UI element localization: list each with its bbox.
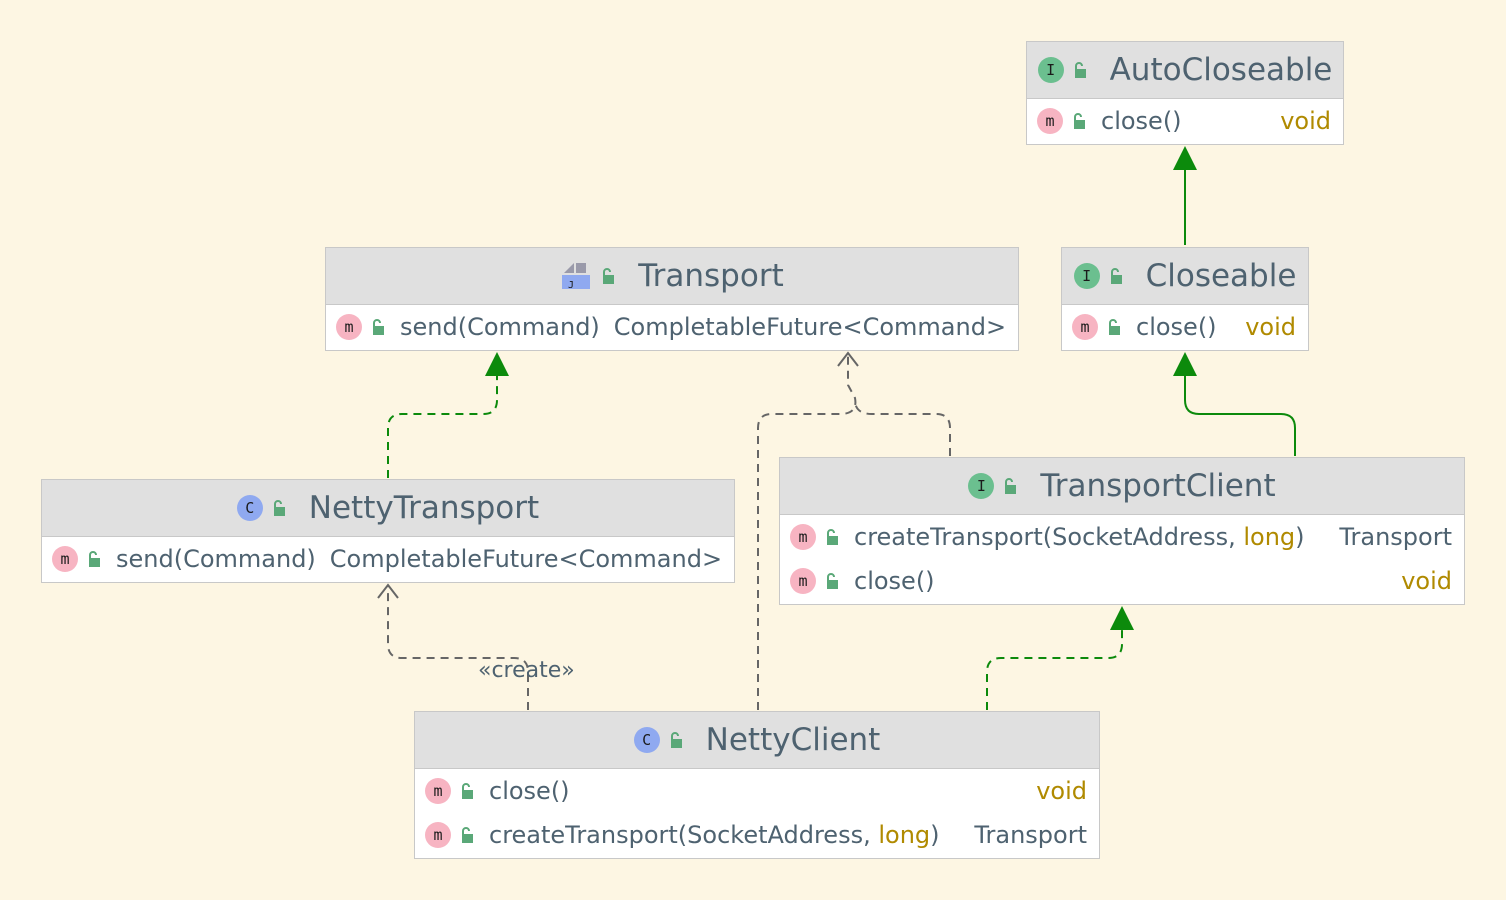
member-row[interactable]: m close() void bbox=[415, 769, 1099, 813]
method-icon: m bbox=[1037, 108, 1063, 134]
node-title: Closeable bbox=[1145, 258, 1297, 294]
public-lock-icon bbox=[670, 732, 682, 748]
inheritance-arrowhead bbox=[485, 352, 509, 376]
public-lock-icon bbox=[1005, 478, 1017, 494]
public-lock-icon bbox=[827, 573, 838, 589]
inheritance-arrowhead bbox=[1173, 146, 1197, 170]
member-row[interactable]: m send(Command) CompletableFuture<Comman… bbox=[42, 537, 734, 581]
interface-icon: I bbox=[1073, 263, 1100, 289]
edge-nettyclient-depends-transport bbox=[757, 354, 857, 710]
method-icon: m bbox=[790, 524, 816, 550]
node-transportclient[interactable]: I TransportClient m createTransport(Sock… bbox=[779, 457, 1465, 605]
create-stereotype-label: «create» bbox=[478, 658, 575, 683]
member-name: createTransport(SocketAddress, long) bbox=[489, 821, 940, 849]
member-row[interactable]: m close() void bbox=[1062, 305, 1308, 349]
method-icon: m bbox=[790, 568, 816, 594]
dependency-arrowhead bbox=[837, 351, 859, 367]
node-header: I AutoCloseable bbox=[1027, 42, 1343, 99]
node-title: TransportClient bbox=[1040, 468, 1276, 504]
node-autocloseable[interactable]: I AutoCloseable m close() void bbox=[1026, 41, 1344, 145]
node-nettyclient[interactable]: C NettyClient m close() void m createTra… bbox=[414, 711, 1100, 859]
node-header: J Transport bbox=[326, 248, 1018, 305]
inheritance-arrowhead bbox=[1173, 352, 1197, 376]
interface-icon: I bbox=[968, 473, 995, 499]
member-name-prefix: createTransport(SocketAddress, bbox=[489, 821, 879, 849]
edge-transportclient-depends-transport bbox=[854, 399, 951, 456]
member-return-type: void bbox=[1280, 107, 1331, 135]
member-name-suffix: ) bbox=[1295, 523, 1305, 551]
member-return-type: Transport bbox=[1339, 523, 1452, 551]
member-name: close() bbox=[489, 777, 570, 805]
member-name-prefix: createTransport(SocketAddress, bbox=[854, 523, 1244, 551]
member-name: send(Command) bbox=[400, 313, 600, 341]
node-title: NettyClient bbox=[705, 722, 881, 758]
member-return-type: Transport bbox=[974, 821, 1087, 849]
member-return-type: void bbox=[1401, 567, 1452, 595]
member-row[interactable]: m close() void bbox=[780, 559, 1464, 603]
public-lock-icon bbox=[1074, 113, 1085, 129]
member-return-type: CompletableFuture<Command> bbox=[613, 313, 1007, 341]
node-title: AutoCloseable bbox=[1109, 52, 1333, 88]
method-icon: m bbox=[425, 822, 451, 848]
public-lock-icon bbox=[373, 319, 384, 335]
functional-interface-icon: J bbox=[562, 263, 591, 291]
member-name: createTransport(SocketAddress, long) bbox=[854, 523, 1305, 551]
class-icon: C bbox=[236, 495, 263, 521]
svg-text:J: J bbox=[568, 280, 574, 291]
edge-nettyclient-creates-nettytransport bbox=[387, 586, 529, 710]
member-param-primitive: long bbox=[878, 821, 931, 849]
public-lock-icon bbox=[462, 783, 473, 799]
edge-nettytransport-implements-transport bbox=[387, 376, 498, 478]
public-lock-icon bbox=[273, 500, 285, 516]
node-header: I TransportClient bbox=[780, 458, 1464, 515]
node-header: I Closeable bbox=[1062, 248, 1308, 305]
inheritance-arrowhead bbox=[1110, 606, 1134, 630]
member-return-type: void bbox=[1245, 313, 1296, 341]
member-row[interactable]: m send(Command) CompletableFuture<Comman… bbox=[326, 305, 1018, 349]
member-row[interactable]: m createTransport(SocketAddress, long) T… bbox=[415, 813, 1099, 857]
member-return-type: void bbox=[1036, 777, 1087, 805]
public-lock-icon bbox=[827, 529, 838, 545]
public-lock-icon bbox=[89, 551, 100, 567]
class-icon: C bbox=[633, 727, 660, 753]
node-transport[interactable]: J Transport m send(Command) CompletableF… bbox=[325, 247, 1019, 351]
method-icon: m bbox=[52, 546, 78, 572]
public-lock-icon bbox=[603, 268, 615, 284]
member-name-suffix: ) bbox=[930, 821, 940, 849]
node-header: C NettyClient bbox=[415, 712, 1099, 769]
node-nettytransport[interactable]: C NettyTransport m send(Command) Complet… bbox=[41, 479, 735, 583]
node-title: Transport bbox=[638, 258, 784, 294]
method-icon: m bbox=[336, 314, 362, 340]
member-name: close() bbox=[1136, 313, 1217, 341]
public-lock-icon bbox=[1110, 268, 1122, 284]
node-title: NettyTransport bbox=[308, 490, 540, 526]
node-closeable[interactable]: I Closeable m close() void bbox=[1061, 247, 1309, 351]
public-lock-icon bbox=[462, 827, 473, 843]
member-row[interactable]: m close() void bbox=[1027, 99, 1343, 143]
public-lock-icon bbox=[1074, 62, 1086, 78]
dependency-arrowhead bbox=[377, 583, 399, 599]
public-lock-icon bbox=[1109, 319, 1120, 335]
node-header: C NettyTransport bbox=[42, 480, 734, 537]
member-name: close() bbox=[1101, 107, 1182, 135]
method-icon: m bbox=[1072, 314, 1098, 340]
edge-nettyclient-implements-transportclient bbox=[986, 630, 1123, 710]
member-name: close() bbox=[854, 567, 935, 595]
member-name: send(Command) bbox=[116, 545, 316, 573]
method-icon: m bbox=[425, 778, 451, 804]
interface-icon: I bbox=[1037, 57, 1064, 83]
edge-transportclient-extends-closeable bbox=[1184, 376, 1296, 456]
member-row[interactable]: m createTransport(SocketAddress, long) T… bbox=[780, 515, 1464, 559]
member-param-primitive: long bbox=[1243, 523, 1296, 551]
member-return-type: CompletableFuture<Command> bbox=[329, 545, 723, 573]
